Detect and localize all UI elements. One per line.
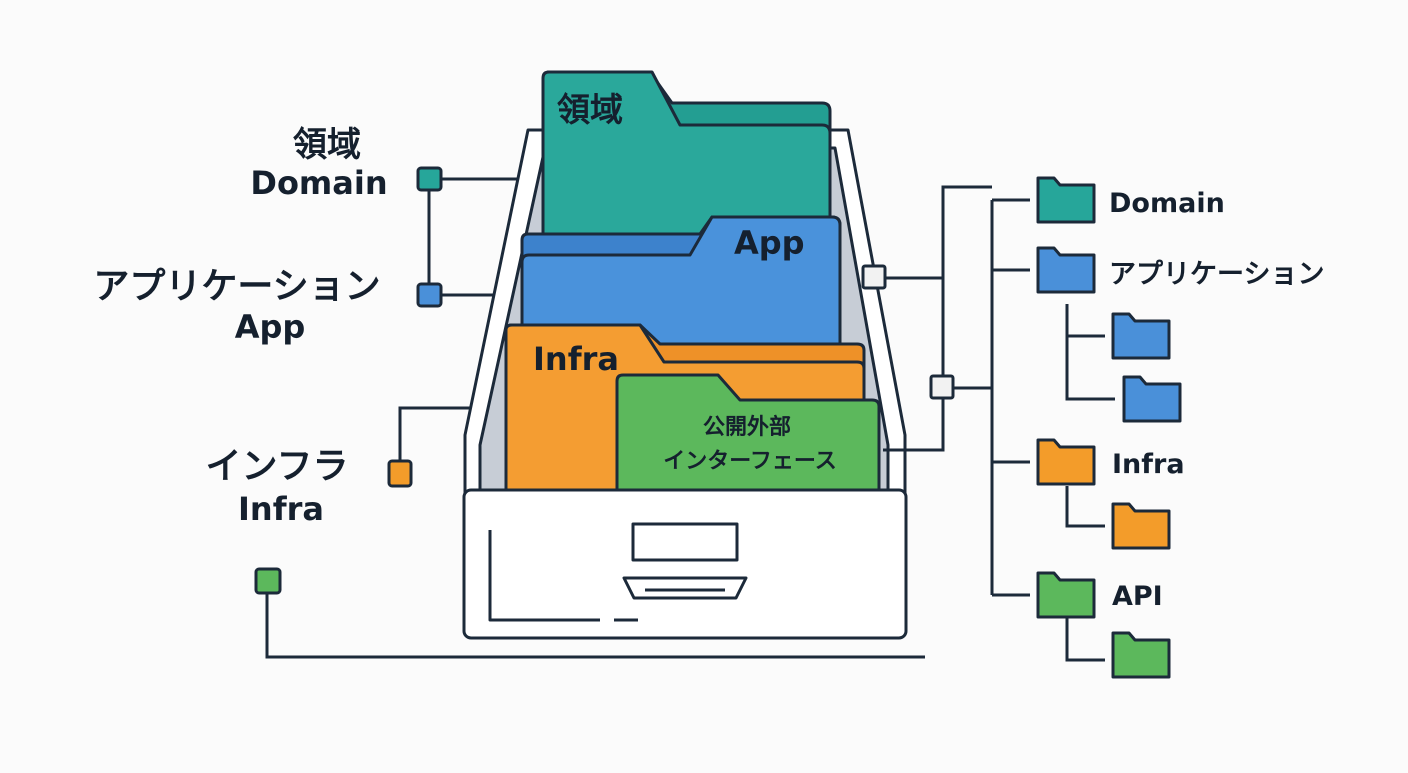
tree-app-sub-folder-icon-1 bbox=[1111, 312, 1171, 360]
tree-api-folder-icon bbox=[1036, 571, 1096, 619]
drawer-handle bbox=[622, 576, 748, 600]
domain-folder-front bbox=[541, 70, 832, 242]
app-jp-label: アプリケーション bbox=[93, 266, 380, 307]
tree-infra-sub-folder-icon bbox=[1111, 502, 1171, 550]
tree-connectors bbox=[875, 185, 1115, 662]
tree-nodes bbox=[861, 264, 955, 400]
infra-folder-label: Infra bbox=[533, 340, 619, 378]
api-marker bbox=[254, 567, 282, 595]
tree-vertical-main bbox=[883, 185, 992, 452]
infra-marker bbox=[387, 459, 413, 488]
api-folder-label-line2: インターフェース bbox=[663, 449, 837, 474]
tree-infra-folder-icon bbox=[1036, 438, 1096, 486]
tree-app-folder-icon bbox=[1036, 246, 1096, 294]
app-marker bbox=[416, 282, 443, 308]
app-en-label: App bbox=[235, 308, 306, 346]
app-folder: App bbox=[520, 215, 842, 347]
tree-node-upper bbox=[861, 264, 887, 290]
api-folder: 公開外部 インターフェース bbox=[615, 373, 881, 494]
domain-jp-label: 領域 bbox=[293, 125, 361, 165]
domain-marker bbox=[416, 166, 443, 192]
tree-node-lower bbox=[929, 374, 955, 400]
drawer-inner-line bbox=[488, 530, 600, 622]
app-sub-vertical bbox=[1065, 304, 1115, 401]
left-legend-markers bbox=[254, 166, 443, 595]
infra-jp-label: インフラ bbox=[206, 446, 349, 487]
infra-en-label: Infra bbox=[238, 490, 324, 528]
app-folder-label: App bbox=[734, 224, 805, 262]
app-folder-front bbox=[520, 215, 842, 347]
api-sub-branch bbox=[1065, 617, 1105, 662]
infra-sub-branch bbox=[1065, 486, 1105, 528]
domain-en-label: Domain bbox=[250, 164, 387, 202]
tree-domain-label: Domain bbox=[1109, 188, 1225, 219]
tree-app-sub-folder-icon-2 bbox=[1122, 375, 1182, 423]
tree-labels: Domain アプリケーション Infra API bbox=[1109, 188, 1324, 612]
cabinet-drawer bbox=[462, 488, 908, 640]
domain-folder-label: 領域 bbox=[557, 90, 623, 129]
api-connector-line bbox=[265, 593, 925, 659]
tree-infra-label: Infra bbox=[1112, 449, 1185, 480]
tree-api-label: API bbox=[1112, 581, 1163, 612]
tree-domain-folder-icon bbox=[1036, 176, 1096, 224]
drawer-front bbox=[462, 488, 908, 640]
drawer-label-plate bbox=[631, 522, 739, 562]
tree-api-sub-folder-icon bbox=[1111, 631, 1171, 679]
domain-folder: 領域 bbox=[541, 70, 832, 242]
api-folder-label-line1: 公開外部 bbox=[703, 414, 791, 440]
tree-app-label: アプリケーション bbox=[1109, 259, 1324, 290]
left-labels: 領域 Domain アプリケーション App インフラ Infra bbox=[93, 125, 387, 528]
api-folder-body bbox=[615, 373, 881, 494]
